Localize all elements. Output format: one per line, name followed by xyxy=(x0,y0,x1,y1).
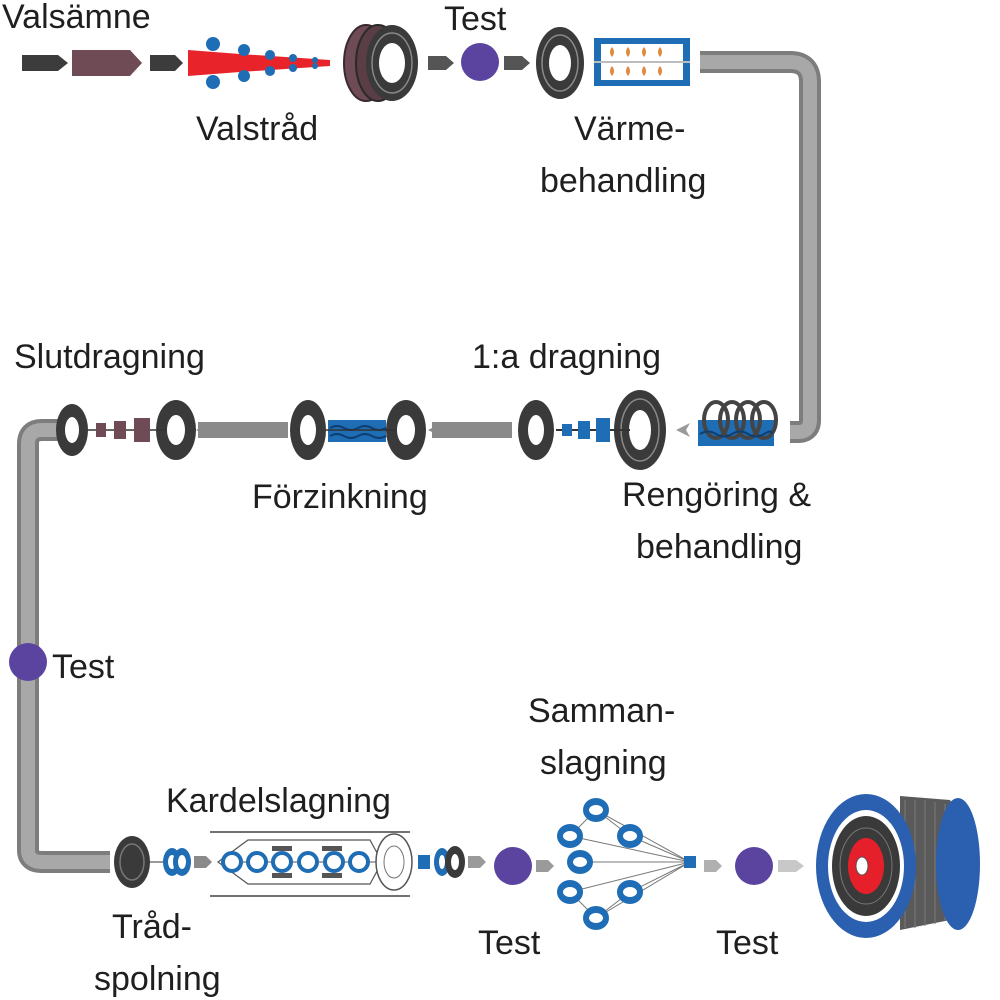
arrow xyxy=(778,860,804,872)
arrow xyxy=(196,422,212,438)
label-test-bottom-1: Test xyxy=(478,924,541,962)
label-test-bottom-2: Test xyxy=(716,924,779,962)
label-samman-1: Samman- xyxy=(528,692,675,730)
furnace-icon xyxy=(594,38,690,86)
label-valstrad: Valstråd xyxy=(196,110,318,148)
arrow xyxy=(22,55,68,71)
arrow xyxy=(704,860,722,872)
label-valsamne: Valsämne xyxy=(2,0,151,36)
test-icon xyxy=(461,43,499,81)
coil-icon xyxy=(114,836,191,888)
label-test-left: Test xyxy=(52,648,115,686)
closing-machine-icon xyxy=(557,798,696,930)
coil-icon xyxy=(536,27,584,99)
label-samman-2: slagning xyxy=(540,744,667,782)
label-rengoring-2: behandling xyxy=(636,528,802,566)
drawing-die-icon xyxy=(56,400,196,460)
cleaning-bath-icon xyxy=(698,400,778,446)
test-icon xyxy=(494,847,532,885)
label-trad-2: spolning xyxy=(94,960,221,998)
label-forsta-dragning: 1:a dragning xyxy=(472,338,661,376)
label-kardelslagning: Kardelslagning xyxy=(166,782,391,820)
arrow xyxy=(150,55,183,71)
coil-icon xyxy=(418,846,465,878)
label-rengoring-1: Rengöring & xyxy=(622,476,811,514)
label-slutdragning: Slutdragning xyxy=(14,338,205,376)
label-test-top: Test xyxy=(444,0,507,38)
drawing-die-icon xyxy=(518,390,666,470)
coil-icon xyxy=(343,24,418,102)
rolling-mill-icon xyxy=(188,37,330,89)
arrow xyxy=(676,423,690,437)
stranding-machine-icon xyxy=(210,831,413,897)
arrow xyxy=(468,856,486,868)
arrow xyxy=(194,856,212,868)
test-icon xyxy=(9,643,47,681)
label-forzinkning: Förzinkning xyxy=(252,478,428,516)
arrow xyxy=(428,56,454,70)
zinc-bath-icon xyxy=(290,400,426,460)
label-varme-2: behandling xyxy=(540,162,706,200)
label-trad-1: Tråd- xyxy=(112,908,192,946)
arrow xyxy=(536,860,554,872)
label-varme-1: Värme- xyxy=(574,110,685,148)
arrow xyxy=(504,56,530,70)
cable-reel-icon xyxy=(816,794,980,938)
test-icon xyxy=(735,847,773,885)
billet-icon xyxy=(72,50,142,76)
arrow xyxy=(428,422,444,438)
